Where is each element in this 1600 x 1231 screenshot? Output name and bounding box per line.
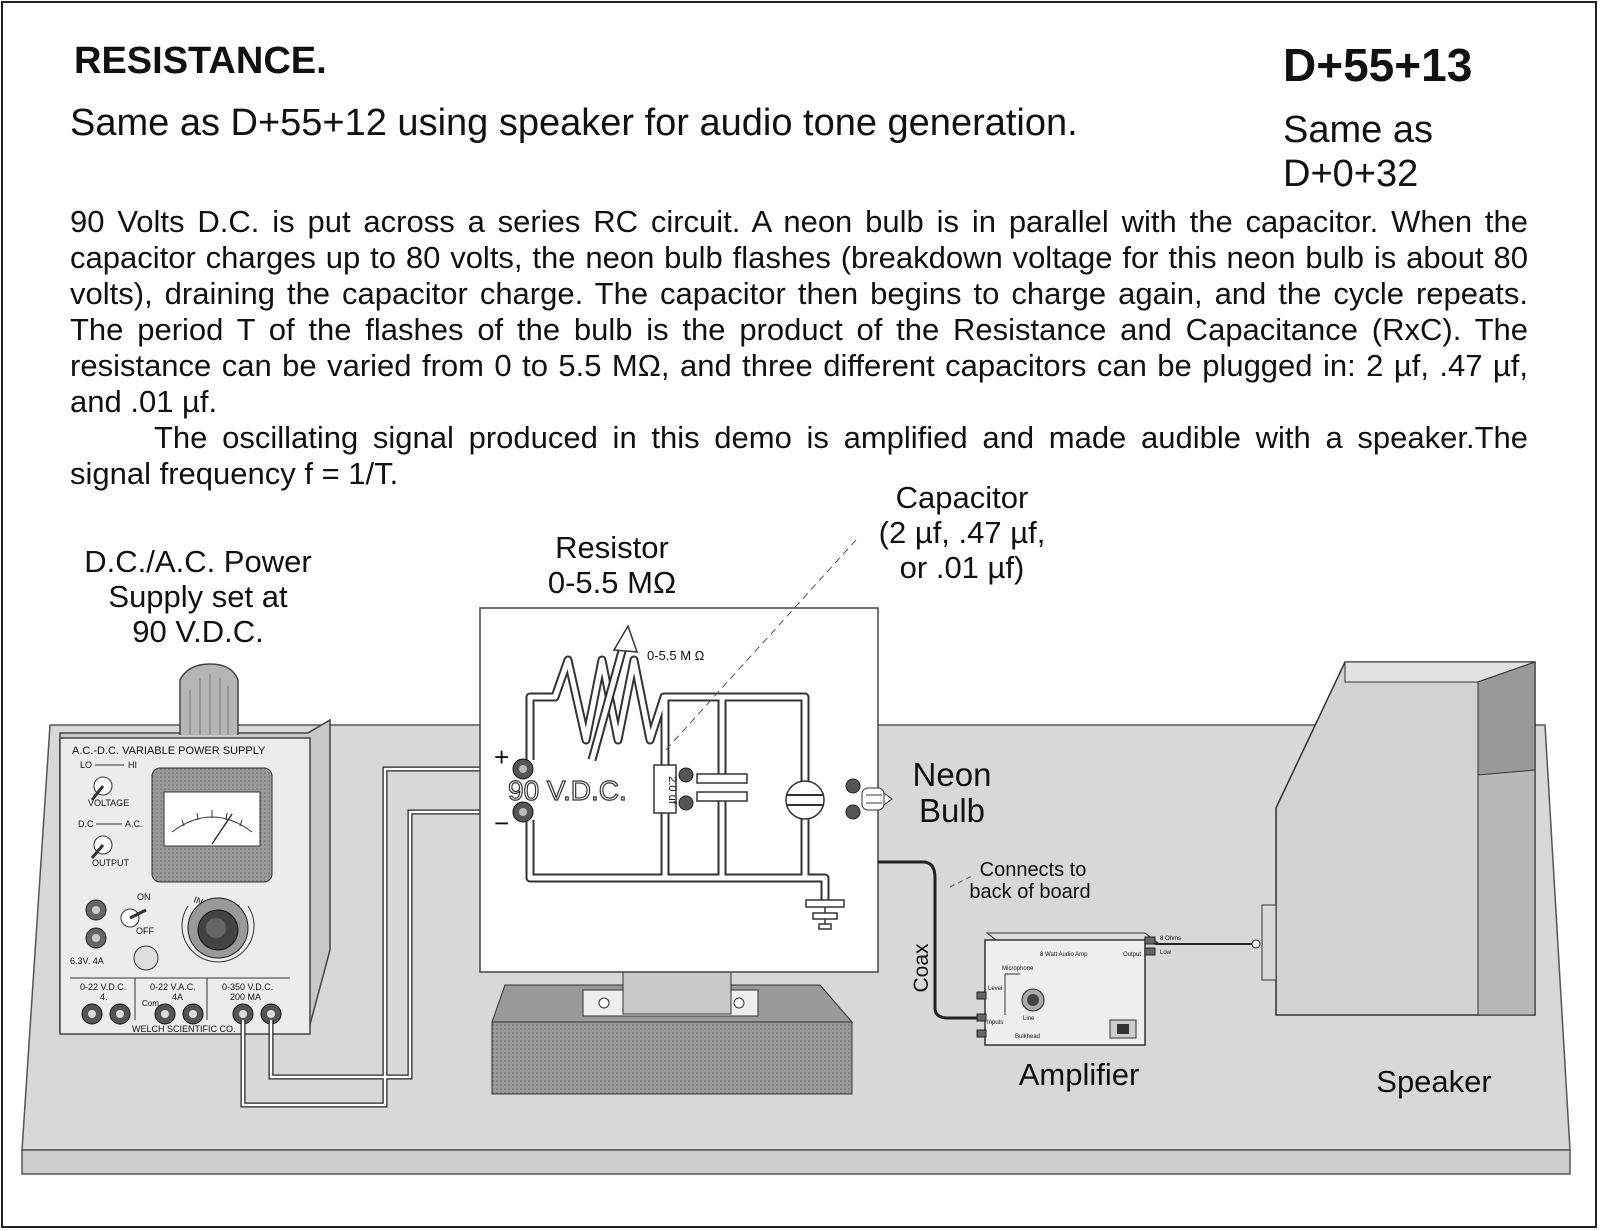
speaker-label: Speaker: [1376, 1064, 1491, 1099]
plug-in-capacitor[interactable]: 2.0 uf: [653, 764, 694, 814]
rc-circuit-board: 0-5.5 M Ω 2.0 uf: [479, 607, 893, 973]
amp-bulkhead: Bulkhead: [1015, 1034, 1040, 1040]
connects-label-line2: back of board: [969, 881, 1090, 903]
coax-cable: [878, 860, 988, 1020]
amp-title: 8 Watt Audio Amp: [1040, 952, 1088, 958]
amp-line: Line: [1023, 1016, 1035, 1022]
resistor-label-line2: 0-5.5 MΩ: [548, 565, 676, 600]
capacitor-label: Capacitor (2 µf, .47 µf, or .01 µf): [879, 480, 1046, 585]
demo-code: D+55+13: [1283, 39, 1473, 91]
description-paragraph-2: The oscillating signal produced in this …: [70, 420, 1528, 491]
connects-leader-line: [949, 875, 973, 888]
out1-sub: 4.: [100, 992, 108, 1002]
amp-microphone: Microphone: [1002, 966, 1034, 972]
connects-label-line1: Connects to: [980, 859, 1087, 881]
out2-sub: 4A: [172, 992, 183, 1002]
neon-bulb-label: Neon Bulb: [913, 756, 992, 829]
description: 90 Volts D.C. is put across a series RC …: [70, 204, 1528, 492]
out1-label: 0-22 V.D.C.: [80, 982, 126, 992]
amp-input-jacks[interactable]: [976, 991, 987, 1038]
same-as-reference: Same as D+0+32: [1283, 108, 1433, 196]
neon-bulb-label-line2: Bulb: [919, 792, 985, 829]
psu-hi-label: HI: [128, 760, 137, 770]
ground-icon: [805, 899, 845, 930]
connects-label: Connects to back of board: [969, 859, 1090, 903]
capacitor-label-line2: (2 µf, .47 µf,: [879, 515, 1046, 550]
psu-dc-label: D.C: [78, 819, 94, 829]
coax-label: Coax: [910, 943, 933, 993]
amp-low: Low: [1160, 950, 1172, 956]
page-title: RESISTANCE.: [74, 40, 327, 82]
input-jacks[interactable]: [512, 758, 534, 823]
neon-bulb-label-line1: Neon: [913, 756, 992, 793]
capacitor-label-line1: Capacitor: [896, 480, 1029, 515]
psu-ac-label: A.C.: [125, 819, 143, 829]
com-label: Com: [142, 999, 159, 1008]
variable-resistor-arrow-icon: [587, 624, 639, 762]
psu-on-label: ON: [137, 892, 151, 902]
amp-ohms: 8 Ohms: [1160, 936, 1181, 942]
description-paragraph-1: 90 Volts D.C. is put across a series RC …: [70, 204, 1528, 419]
amp-output-jacks[interactable]: [1144, 936, 1156, 956]
pilot-lamp: [133, 945, 159, 971]
psu-lo-label: LO: [80, 760, 92, 770]
resistor-label: Resistor 0-5.5 MΩ: [548, 530, 676, 600]
power-supply-label-line3: 90 V.D.C.: [132, 614, 264, 649]
amp-level: Level: [988, 986, 1002, 992]
voltage-knob[interactable]: [187, 897, 249, 959]
capacitor-label-line3: or .01 µf): [900, 550, 1025, 585]
power-supply-label-line1: D.C./A.C. Power: [84, 544, 311, 579]
psu-voltage-label: VOLTAGE: [88, 798, 129, 808]
power-switch[interactable]: [120, 908, 147, 928]
psu-output-label: OUTPUT: [92, 858, 130, 868]
fuse-holders: [85, 899, 107, 949]
same-as-line1: Same as: [1283, 109, 1433, 151]
page-subtitle: Same as D+55+12 using speaker for audio …: [70, 102, 1078, 144]
minus-sign: −: [494, 808, 509, 838]
amp-output: Output: [1123, 952, 1141, 958]
power-supply: A.C.-D.C. VARIABLE POWER SUPPLY LO HI VO…: [59, 663, 331, 1035]
psu-off-label: OFF: [136, 926, 154, 936]
capacitor-symbol: [696, 773, 748, 802]
amp-volume-knob[interactable]: [1021, 988, 1045, 1012]
out3-label: 0-350 V.D.C.: [222, 982, 273, 992]
out2-label: 0-22 V.A.C.: [150, 982, 196, 992]
psu-heading: A.C.-D.C. VARIABLE POWER SUPPLY: [72, 745, 266, 757]
power-supply-label-line2: Supply set at: [108, 579, 288, 614]
psu-fuse-label: 6.3V. 4A: [70, 956, 104, 966]
same-as-line2: D+0+32: [1283, 153, 1419, 195]
resistor-label-line1: Resistor: [555, 530, 669, 565]
board-resistor-value: 0-5.5 M Ω: [647, 648, 705, 663]
capacitor-mark: 2.0 uf: [666, 776, 678, 804]
neon-bulb: [845, 778, 893, 820]
output-toggle-switch[interactable]: [90, 835, 113, 859]
voltage-toggle-switch[interactable]: [90, 776, 113, 801]
output-terminals[interactable]: [81, 1003, 282, 1025]
amp-inputs: Inputs: [987, 1020, 1003, 1026]
plus-sign: +: [494, 742, 509, 772]
power-supply-label: D.C./A.C. Power Supply set at 90 V.D.C.: [84, 544, 311, 649]
out3-sub: 200 MA: [230, 992, 261, 1002]
amplifier-label: Amplifier: [1019, 1057, 1140, 1092]
voltmeter: [151, 767, 273, 883]
board-voltage-mark: 90 V.D.C.: [508, 775, 627, 806]
psu-maker: WELCH SCIENTIFIC CO.: [132, 1024, 236, 1034]
speaker-cabinet: [1261, 661, 1536, 1016]
neon-bulb-symbol: [785, 780, 825, 820]
